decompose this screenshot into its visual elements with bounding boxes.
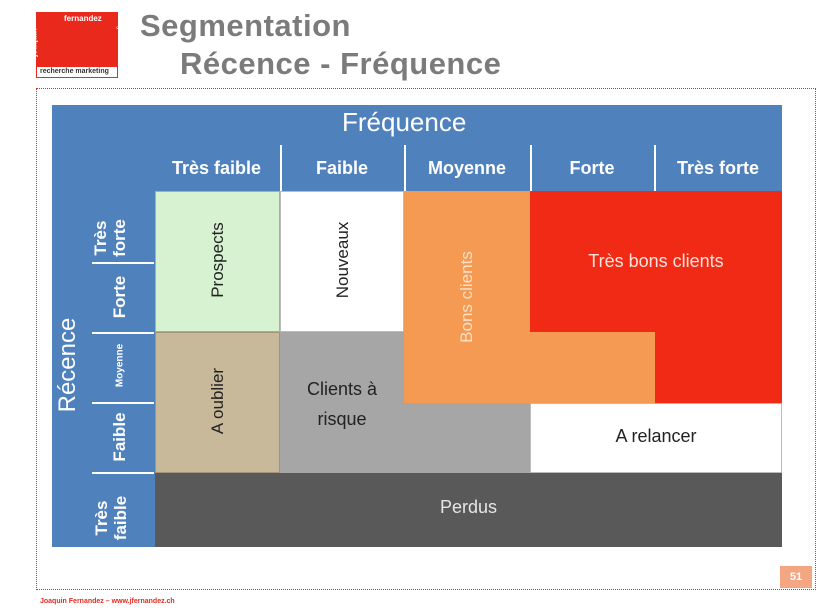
segment-label-perdus: Perdus [439, 497, 498, 517]
title-line-2: Récence - Fréquence [180, 46, 502, 81]
segment-bons-clients: Bons clients [404, 191, 530, 403]
segment-a-oublier: A oublier [155, 332, 280, 473]
segment-tres-bons-clients: Très bons clients [530, 191, 782, 332]
segment-label-a-relancer: A relancer [615, 426, 697, 446]
col-header-tres-faible: Très faible [171, 158, 262, 178]
row-divider [92, 402, 154, 404]
segment-clients-a-risque-extension [404, 403, 530, 473]
logo-text-top: fernandez [64, 14, 102, 23]
col-divider [280, 145, 282, 191]
segment-clients-a-risque: Clients à risque [280, 332, 404, 473]
segment-bons-clients-extension [530, 332, 655, 403]
segment-label-clients-a-risque: Clients à risque [306, 379, 378, 429]
col-header-moyenne: Moyenne [427, 158, 506, 178]
segment-label-bons-clients: Bons clients [457, 251, 476, 343]
col-header-forte: Forte [569, 158, 615, 178]
logo-text-vertical: joaquin [29, 28, 39, 57]
x-axis-title: Fréquence [342, 107, 467, 137]
page-number: 51 [780, 566, 812, 588]
col-divider [530, 145, 532, 191]
row-divider [92, 262, 154, 264]
title-line-1: Segmentation [140, 8, 351, 43]
segment-tres-bons-clients-extension [655, 332, 782, 403]
segment-label-prospects: Prospects [208, 222, 227, 298]
segment-perdus: Perdus [155, 473, 782, 547]
y-axis-title: Récence [54, 317, 81, 413]
segment-label-a-oublier: A oublier [208, 367, 227, 435]
col-divider [654, 145, 656, 191]
segment-label-nouveaux: Nouveaux [333, 221, 352, 299]
segment-nouveaux: Nouveaux [280, 191, 404, 332]
col-header-tres-forte: Très forte [676, 158, 760, 178]
col-divider [404, 145, 406, 191]
col-header-faible: Faible [315, 158, 368, 178]
row-divider [92, 472, 154, 474]
content-frame [36, 88, 816, 590]
segment-a-relancer: A relancer [530, 403, 782, 473]
logo-text-side: genève [116, 26, 122, 46]
row-header-forte: Forte [110, 275, 129, 319]
row-divider [92, 332, 154, 334]
segment-prospects: Prospects [155, 191, 280, 332]
row-header-tres-faible: Très faible [92, 495, 130, 541]
logo-text-bottom: recherche marketing [40, 68, 109, 75]
footer-text: Joaquin Fernandez – www.jfernandez.ch [40, 598, 175, 605]
segmentation-diagram: Fréquence Très faible Faible Moyenne For… [52, 105, 782, 547]
row-header-moyenne: Moyenne [114, 343, 126, 388]
segment-label-tres-bons-clients: Très bons clients [588, 251, 724, 271]
logo: fernandez joaquin genève recherche marke… [30, 12, 122, 78]
row-header-tres-forte: Très forte [91, 219, 129, 257]
row-header-faible: Faible [110, 412, 129, 462]
